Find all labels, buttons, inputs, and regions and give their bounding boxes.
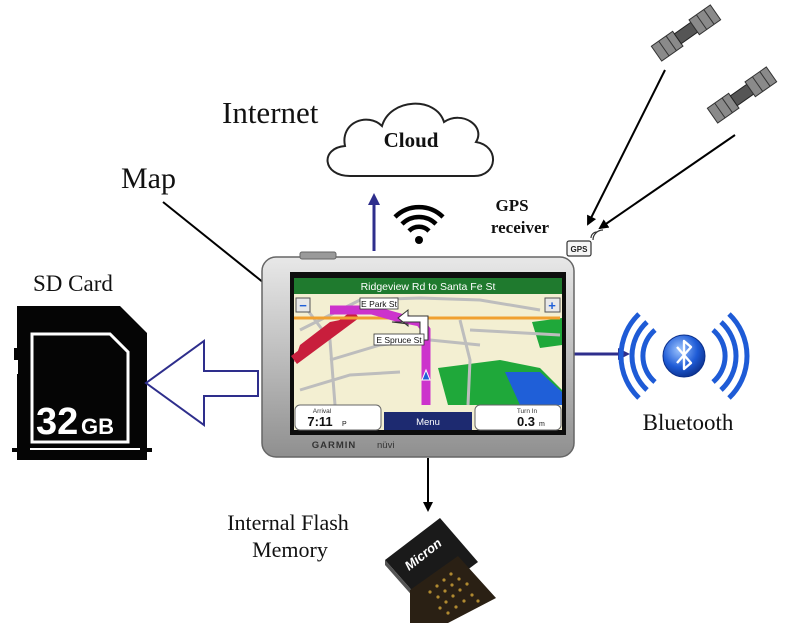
- satellite-icon: [706, 66, 778, 124]
- gps-chip-icon: GPS: [566, 229, 604, 257]
- sd-card-arrow: [144, 339, 259, 427]
- arrival-label: Arrival: [313, 408, 332, 415]
- gps-device: E Park St E Spruce St Ridgeview Rd to Sa…: [261, 251, 575, 458]
- flash-label-line2: Memory: [252, 537, 328, 562]
- turn-panel[interactable]: [474, 404, 562, 431]
- cloud-label: Cloud: [384, 128, 439, 152]
- device-model: nüvi: [377, 440, 394, 451]
- arrival-panel[interactable]: [294, 404, 382, 431]
- sd-card-label: SD Card: [33, 271, 113, 296]
- device-screen: E Park St E Spruce St Ridgeview Rd to Sa…: [291, 278, 562, 431]
- cloud-icon: [326, 102, 494, 177]
- internet-label: Internet: [222, 95, 319, 130]
- flash-label-line1: Internal Flash: [227, 510, 349, 535]
- gps-receiver-label-line1: GPS: [495, 196, 528, 215]
- bluetooth-label: Bluetooth: [643, 410, 734, 435]
- satellite-icon: [650, 4, 722, 62]
- gps-receiver-label-line2: receiver: [491, 218, 550, 237]
- map-label: Map: [121, 162, 176, 195]
- zoom-in-button[interactable]: [544, 297, 561, 313]
- turn-unit: m: [539, 421, 545, 428]
- zoom-out-label: −: [299, 298, 307, 313]
- turn-label: Turn In: [517, 408, 538, 415]
- arrival-value: 7:11: [307, 414, 332, 429]
- bluetooth-icon: [618, 312, 750, 400]
- street-label: E Spruce St: [376, 335, 422, 345]
- device-brand: GARMIN: [312, 440, 357, 451]
- sd-capacity-number: 32: [36, 401, 78, 443]
- sd-card-icon: [12, 306, 152, 460]
- turn-value: 0.3: [517, 414, 535, 429]
- zoom-in-label: +: [548, 298, 556, 313]
- satellite-signal-arrow: [598, 134, 736, 230]
- sd-capacity-unit: GB: [81, 414, 114, 439]
- svg-text:GPS: GPS: [571, 245, 589, 254]
- zoom-out-button[interactable]: [295, 297, 311, 313]
- menu-button[interactable]: [384, 412, 472, 430]
- arrival-suffix: P: [342, 421, 347, 428]
- street-label: E Park St: [361, 299, 398, 309]
- flash-chip-icon: [385, 518, 496, 623]
- nav-banner: Ridgeview Rd to Santa Fe St: [361, 281, 496, 293]
- wifi-icon: [393, 204, 445, 244]
- menu-label: Menu: [416, 417, 440, 428]
- satellite-signal-arrow: [587, 69, 666, 226]
